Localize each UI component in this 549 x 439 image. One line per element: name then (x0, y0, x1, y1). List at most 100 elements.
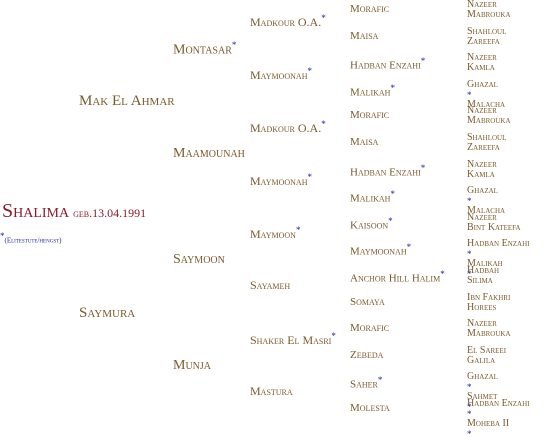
horse-name: Shahloul (467, 132, 507, 143)
horse-name: Nazeer (467, 105, 497, 117)
horse-name: Madkour O.A. (250, 121, 322, 135)
horse-name: Bint Kateefa (467, 221, 521, 233)
horse-name: Maamounah (173, 146, 245, 161)
gen3-horse: Maymoonah* (250, 172, 313, 188)
star-marker: * (420, 56, 426, 67)
gen5-sire: Hadban Enzahi* (467, 239, 530, 260)
star-marker: * (467, 269, 472, 280)
horse-name: Sahmet (467, 391, 498, 403)
horse-name: Nazeer (467, 52, 497, 64)
star-marker: * (331, 331, 336, 341)
horse-name: Zareefa (467, 35, 500, 47)
gen5-dam: Kamla (467, 168, 497, 180)
gen4-horse: Molesta (350, 403, 390, 414)
gen5-sire: Nazeer (467, 319, 511, 329)
gen5-pair: Hadban Enzahi*Malikah* (467, 239, 530, 280)
gen5-pair: Ghazal*Sahmet* (467, 372, 498, 413)
gen5-sire: Hadbah (467, 266, 499, 276)
horse-name: Mabrouka (467, 328, 511, 340)
horse-name: Mabrouka (467, 9, 511, 20)
horse-name: Morafic (350, 3, 390, 15)
gen5-dam: Silima (467, 276, 499, 286)
horse-name: Hadban Enzahi (350, 166, 421, 179)
gen4-horse: Morafic (350, 110, 389, 121)
horse-name: Maymoon (250, 227, 296, 241)
horse-name: Silima (467, 275, 493, 286)
horse-name: Nazeer (467, 318, 497, 330)
gen2-horse: Maamounah (173, 147, 245, 161)
gen5-dam: Zareefa (467, 143, 506, 153)
horse-name: Sayameh (250, 278, 291, 292)
gen5-dam: Zareefa (467, 35, 506, 47)
horse-name: Zareefa (467, 142, 500, 153)
gen5-dam: Sahmet* (467, 391, 498, 413)
star-marker: * (388, 215, 393, 226)
gen5-dam: Bint Kateefa (467, 221, 521, 233)
gen5-dam: Mabrouka (467, 329, 511, 339)
horse-name: Horees (467, 301, 497, 313)
gen5-sire: Nazeer (467, 53, 497, 63)
gen4-horse: Morafic (350, 323, 389, 334)
gen4-horse: Maymoonah* (350, 243, 411, 258)
gen5-pair: Hadban Enzahi*Moheba II* (467, 399, 530, 439)
star-marker: * (420, 162, 426, 173)
horse-name: Madkour O.A. (250, 15, 322, 29)
horse-name: Nazeer (467, 211, 497, 223)
horse-name: Hadban Enzahi (467, 398, 530, 409)
gen3-horse: Madkour O.A.* (250, 14, 326, 29)
horse-name: Molesta (350, 402, 390, 414)
gen5-dam: Malacha (467, 206, 505, 216)
gen5-sire: Nazeer (467, 159, 497, 170)
gen4-horse: Maisa (350, 29, 379, 42)
horse-name: Morafic (350, 109, 390, 122)
gen5-dam: Horees (467, 301, 510, 313)
horse-name: Munja (173, 358, 212, 373)
gen4-horse: Somaya (350, 296, 385, 308)
star-marker: * (307, 66, 313, 76)
horse-name: Hadban Enzahi (350, 59, 421, 72)
root-note-text: (Elitestute/hengst) (4, 236, 62, 245)
gen4-horse: Saher* (350, 376, 382, 391)
horse-name: Hadbah (467, 265, 500, 276)
root-horse-name: Shalima (2, 200, 70, 222)
star-marker: * (390, 189, 395, 200)
horse-name: Mak El Ahmar (79, 93, 175, 109)
horse-name: Kamla (467, 168, 495, 180)
horse-name: Malacha (467, 205, 506, 217)
horse-name: Malikah (350, 86, 391, 99)
gen5-sire: Shahloul (467, 26, 506, 37)
gen4-horse: Kaisoon* (350, 215, 393, 232)
gen5-pair: Ghazal*Malacha (467, 79, 505, 110)
horse-name: Maisa (350, 136, 379, 148)
gen5-sire: Ghazal* (467, 185, 505, 207)
gen4-horse: Malikah* (350, 83, 395, 99)
gen3-horse: Shaker El Masri* (250, 331, 336, 347)
horse-name: Malikah (350, 192, 391, 205)
gen1-horse: Mak El Ahmar (79, 94, 175, 109)
gen4-horse: Morafic (350, 4, 389, 15)
gen3-horse: Sayameh (250, 279, 290, 291)
star-marker: * (467, 249, 472, 260)
star-marker: * (440, 269, 445, 279)
horse-name: Kaisoon (350, 219, 389, 232)
star-marker: * (307, 172, 313, 182)
gen5-sire: El Sareei (467, 345, 506, 356)
gen3-horse: Madkour O.A.* (250, 120, 326, 135)
horse-name: Shaker El Masri (250, 333, 332, 347)
horse-name: Saymoon (173, 252, 225, 267)
horse-name: Mastura (250, 384, 293, 398)
gen4-horse: Hadban Enzahi* (350, 162, 426, 179)
gen5-dam: Moheba II* (467, 419, 530, 439)
horse-name: Ghazal (467, 185, 498, 197)
horse-name: Maisa (350, 29, 379, 42)
gen5-dam: Mabrouka (467, 116, 511, 126)
root-note: *(Elitestute/hengst) (0, 231, 62, 244)
